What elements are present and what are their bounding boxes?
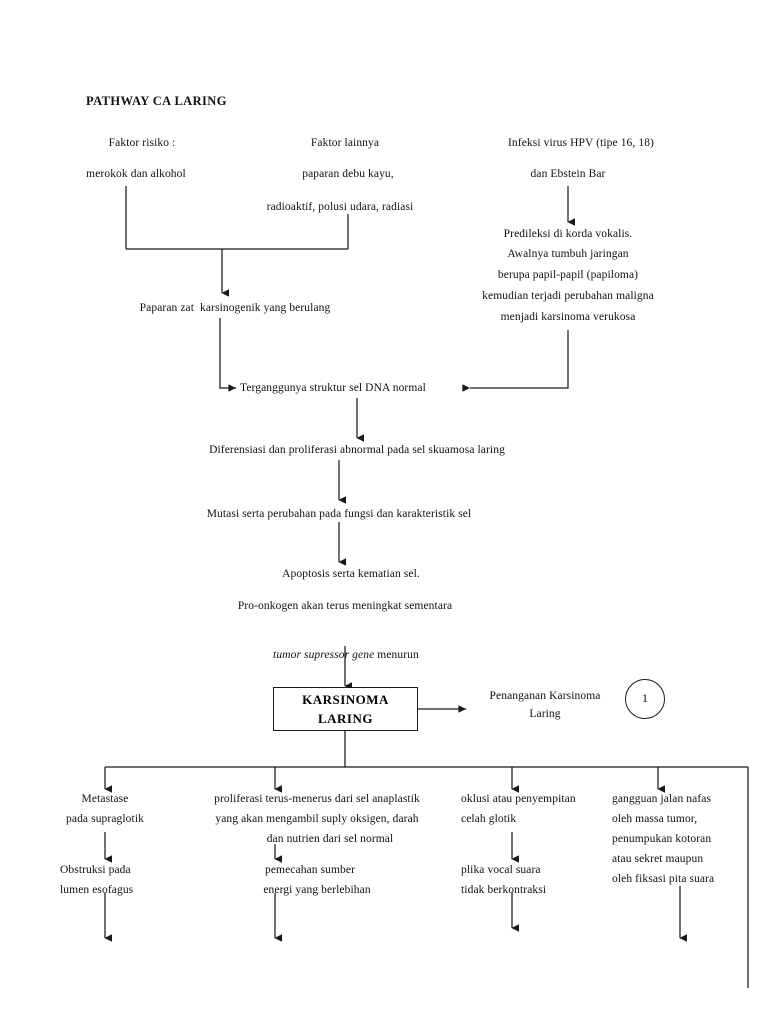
branch-metastase-l1-line-2: pada supraglotik — [66, 813, 144, 825]
predileksi-line-1: Predileksi di korda vokalis. — [503, 228, 633, 240]
branch-metastase-l2-line-2: lumen esofagus — [60, 884, 134, 896]
branch-oklusi-l1-line-1: oklusi atau penyempitan — [461, 793, 576, 805]
hpv-line-1: Infeksi virus HPV (tipe 16, 18) — [508, 137, 654, 149]
branch-gangguan-line-3: penumpukan kotoran — [612, 833, 712, 845]
predileksi-line-4: kemudian terjadi perubahan maligna — [482, 290, 654, 302]
branch-proliferasi-l1-line-3: dan nutrien dari sel normal — [266, 833, 394, 845]
branch-gangguan-line-2: oleh massa tumor, — [612, 813, 698, 825]
other-factor-line-1: paparan debu kayu, — [302, 168, 394, 180]
penanganan-line-2: Laring — [529, 708, 561, 720]
wire-predileksi-to-dna — [462, 330, 569, 392]
reference-marker-circle: 1 — [625, 679, 665, 719]
predileksi-line-5: menjadi karsinoma verukosa — [500, 311, 636, 323]
tumor-supressor-gene: tumor supressor gene menurun — [261, 630, 419, 681]
dna-terganggu: Terganggunya struktur sel DNA normal — [240, 382, 426, 394]
tumor-supressor-tail-part: menurun — [374, 649, 419, 661]
other-factor-heading: Faktor lainnya — [310, 137, 380, 149]
wire-paparan-to-dna — [219, 318, 236, 392]
paparan-karsinogenik: Paparan zat karsinogenik yang berulang — [139, 302, 331, 314]
predileksi-line-2: Awalnya tumbuh jaringan — [507, 248, 629, 260]
other-factor-line-2: radioaktif, polusi udara, radiasi — [266, 201, 414, 213]
page-title: PATHWAY CA LARING — [86, 94, 227, 108]
diferensiasi: Diferensiasi dan proliferasi abnormal pa… — [209, 444, 505, 456]
hpv-line-2: dan Ebstein Bar — [530, 168, 606, 180]
penanganan-line-1: Penanganan Karsinoma — [489, 690, 601, 702]
branch-oklusi-l2-line-2: tidak berkontraksi — [461, 884, 547, 896]
branch-metastase-l1-line-1: Metastase — [81, 793, 129, 805]
karsinoma-laring-label: KARSINOMA LARING — [302, 690, 389, 728]
branch-oklusi-l1-line-2: celah glotik — [461, 813, 517, 825]
predileksi-line-3: berupa papil-papil (papiloma) — [497, 269, 639, 281]
tumor-supressor-italic-part: tumor supressor gene — [273, 649, 375, 661]
branch-gangguan-line-5: oleh fiksasi pita suara — [612, 873, 715, 885]
branch-gangguan-line-4: atau sekret maupun — [612, 853, 704, 865]
branch-metastase-l2-line-1: Obstruksi pada — [60, 864, 131, 876]
apoptosis: Apoptosis serta kematian sel. — [282, 568, 420, 580]
karsinoma-laring-line-2: LARING — [317, 711, 373, 726]
risk-factor-heading: Faktor risiko : — [108, 137, 176, 149]
reference-marker-label: 1 — [642, 693, 648, 705]
karsinoma-laring-box: KARSINOMA LARING — [273, 687, 418, 731]
branch-gangguan-line-1: gangguan jalan nafas — [612, 793, 712, 805]
pro-onkogen: Pro-onkogen akan terus meningkat sementa… — [237, 600, 453, 612]
branch-proliferasi-l2-line-1: pemecahan sumber — [264, 864, 356, 876]
branch-proliferasi-l2-line-2: energi yang berlebihan — [263, 884, 371, 896]
branch-oklusi-l2-line-1: plika vocal suara — [461, 864, 541, 876]
branch-proliferasi-l1-line-2: yang akan mengambil suply oksigen, darah — [215, 813, 419, 825]
risk-factor-body: merokok dan alkohol — [86, 168, 186, 180]
branch-proliferasi-l1-line-1: proliferasi terus-menerus dari sel anapl… — [214, 793, 420, 805]
karsinoma-laring-line-1: KARSINOMA — [302, 692, 389, 707]
mutasi: Mutasi serta perubahan pada fungsi dan k… — [206, 508, 472, 520]
